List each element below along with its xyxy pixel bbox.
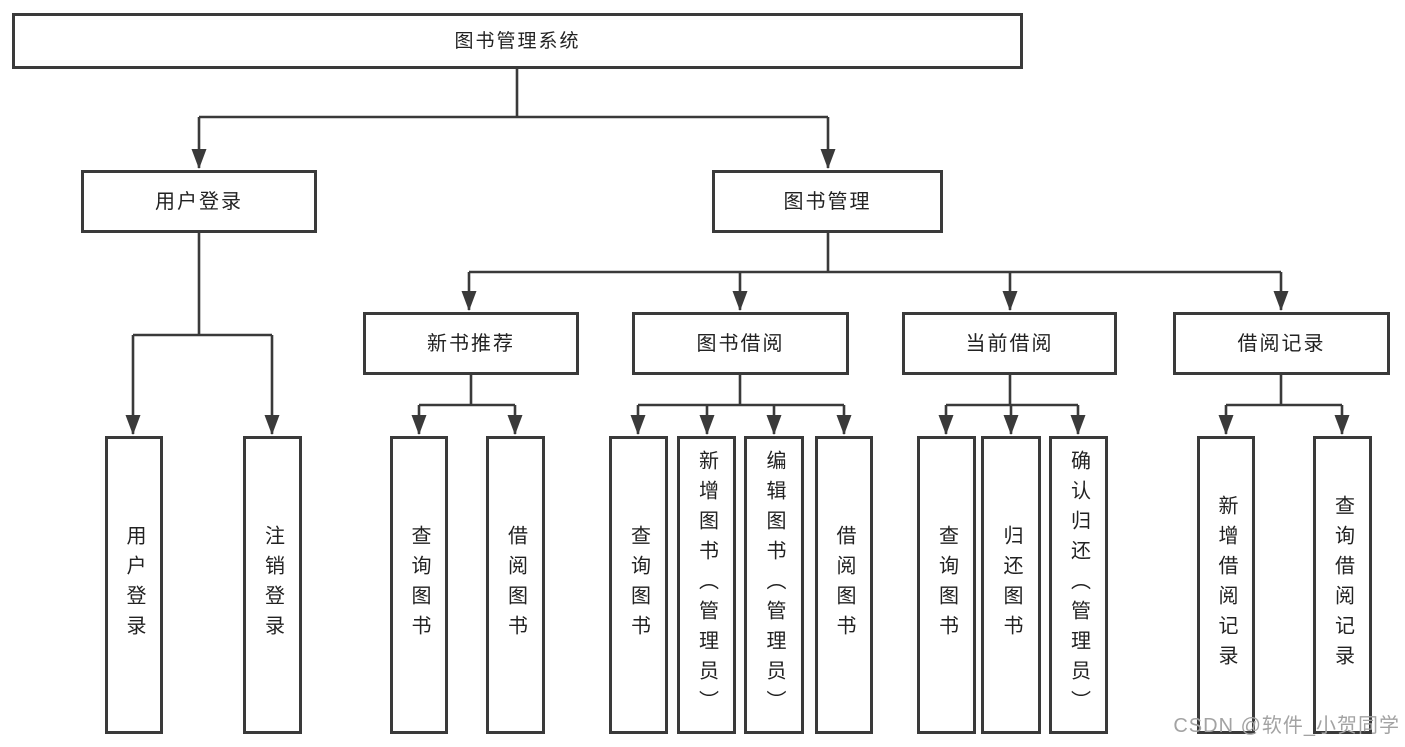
- leaf-query-books-recommend: 查询图书: [390, 436, 448, 734]
- node-book-management: 图书管理: [712, 170, 943, 233]
- node-current-borrowing: 当前借阅: [902, 312, 1117, 375]
- node-book-borrowing: 图书借阅: [632, 312, 849, 375]
- leaf-borrow-books-recommend: 借阅图书: [486, 436, 545, 734]
- leaf-logout: 注销登录: [243, 436, 302, 734]
- leaf-add-borrow-record: 新增借阅记录: [1197, 436, 1255, 734]
- leaf-user-login: 用户登录: [105, 436, 163, 734]
- node-book-management-system: 图书管理系统: [12, 13, 1023, 69]
- leaf-confirm-return-admin: 确认归还（管理员）: [1049, 436, 1108, 734]
- watermark: CSDN @软件_小贺同学: [1173, 715, 1400, 737]
- node-new-book-recommend: 新书推荐: [363, 312, 579, 375]
- leaf-query-books-current: 查询图书: [917, 436, 976, 734]
- leaf-return-books: 归还图书: [981, 436, 1041, 734]
- node-borrowing-records: 借阅记录: [1173, 312, 1390, 375]
- leaf-query-books-borrowing: 查询图书: [609, 436, 668, 734]
- leaf-add-books-admin: 新增图书（管理员）: [677, 436, 736, 734]
- leaf-borrow-books-borrowing: 借阅图书: [815, 436, 873, 734]
- node-user-login: 用户登录: [81, 170, 317, 233]
- leaf-edit-books-admin: 编辑图书（管理员）: [744, 436, 804, 734]
- leaf-query-borrow-record: 查询借阅记录: [1313, 436, 1372, 734]
